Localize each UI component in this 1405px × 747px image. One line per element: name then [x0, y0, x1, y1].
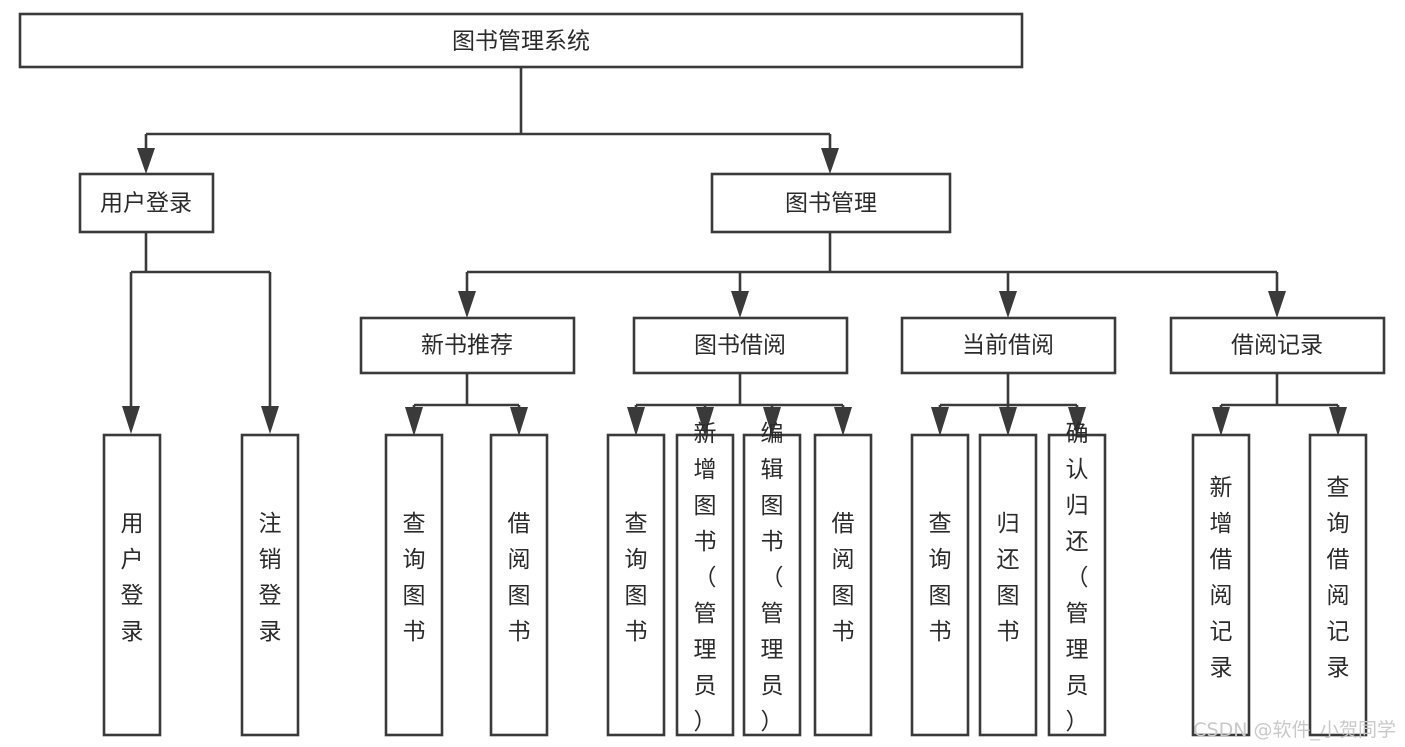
leaf-query-book-1-label: 查询图书: [403, 511, 426, 645]
arrow-head-new-book-recommend: [458, 291, 476, 318]
arrow-head-leaf-confirm-return: [1068, 407, 1086, 436]
arrow-head-leaf-borrow-book-1: [510, 407, 528, 436]
arrow-head-leaf-borrow-book-2: [834, 407, 852, 436]
node-user-login-box[interactable]: [78, 172, 215, 234]
leaf-query-book-3-box[interactable]: [910, 433, 970, 737]
leaf-query-book-3-label: 查询图书: [929, 511, 952, 645]
arrow-head-leaf-add-record: [1212, 407, 1230, 436]
leaf-edit-book-box[interactable]: [742, 433, 802, 737]
arrow-head-borrow-record: [1268, 291, 1286, 318]
arrow-head-leaf-query-book-3: [931, 407, 949, 436]
leaf-query-book-2[interactable]: 查询图书: [606, 433, 666, 737]
leaf-user-logout-box[interactable]: [240, 433, 300, 737]
node-current-borrow-box[interactable]: [900, 316, 1117, 375]
arrow-head-leaf-edit-book: [763, 407, 781, 436]
leaf-return-book-box[interactable]: [978, 433, 1038, 737]
leaf-query-book-1[interactable]: 查询图书: [384, 433, 444, 737]
leaf-confirm-return-box[interactable]: [1047, 433, 1107, 737]
arrow-head-current-borrow: [999, 291, 1017, 318]
leaf-borrow-book-2[interactable]: 借阅图书: [813, 433, 873, 737]
leaf-borrow-book-1-label: 借阅图书: [508, 511, 531, 645]
node-book-borrow-label: 图书借阅: [694, 333, 786, 359]
node-borrow-record-label: 借阅记录: [1231, 333, 1323, 359]
leaf-user-login-label: 用户登录: [121, 511, 144, 645]
connector-layer: [122, 67, 1347, 436]
arrow-head-leaf-query-record: [1329, 407, 1347, 436]
node-root-box[interactable]: [18, 12, 1024, 69]
leaf-user-login-box[interactable]: [102, 433, 162, 737]
arrow-head-leaf-add-book: [696, 407, 714, 436]
leaf-query-book-3[interactable]: 查询图书: [910, 433, 970, 737]
arrow-head-leaf-query-book-1: [405, 407, 423, 436]
leaf-add-book[interactable]: 新增图书（管理员）: [675, 421, 735, 737]
node-current-borrow-label: 当前借阅: [962, 333, 1054, 359]
leaf-query-book-2-label: 查询图书: [625, 511, 648, 645]
arrow-head-user-login: [137, 148, 155, 174]
leaf-add-record-box[interactable]: [1191, 433, 1251, 737]
arrow-head-leaf-user-logout: [261, 406, 279, 434]
node-book-borrow-box[interactable]: [632, 316, 849, 375]
leaf-query-record-box[interactable]: [1308, 433, 1368, 737]
leaf-return-book-label: 归还图书: [997, 511, 1020, 645]
arrow-head-leaf-query-book-2: [627, 407, 645, 436]
node-borrow-record[interactable]: 借阅记录: [1169, 316, 1386, 375]
arrow-head-leaf-return-book: [999, 407, 1017, 436]
node-book-manage-label: 图书管理: [785, 191, 877, 217]
leaf-user-login[interactable]: 用户登录: [102, 433, 162, 737]
node-borrow-record-box[interactable]: [1169, 316, 1386, 375]
leaf-borrow-book-2-label: 借阅图书: [832, 511, 855, 645]
node-new-book-recommend[interactable]: 新书推荐: [359, 316, 576, 375]
leaf-edit-book[interactable]: 编辑图书（管理员）: [742, 421, 802, 737]
leaf-query-record-label: 查询借阅记录: [1327, 475, 1350, 681]
leaf-borrow-book-1-box[interactable]: [489, 433, 549, 737]
leaf-borrow-book-1[interactable]: 借阅图书: [489, 433, 549, 737]
leaf-borrow-book-2-box[interactable]: [813, 433, 873, 737]
node-book-manage-box[interactable]: [710, 172, 952, 234]
node-new-book-recommend-label: 新书推荐: [421, 333, 513, 359]
node-current-borrow[interactable]: 当前借阅: [900, 316, 1117, 375]
arrow-head-book-borrow: [731, 291, 749, 318]
arrow-head-book-manage: [821, 148, 839, 174]
leaf-edit-book-label: 编辑图书（管理员）: [761, 421, 784, 735]
leaf-add-record[interactable]: 新增借阅记录: [1191, 433, 1251, 737]
leaf-add-book-box[interactable]: [675, 433, 735, 737]
leaf-add-record-label: 新增借阅记录: [1210, 475, 1233, 681]
leaf-user-logout[interactable]: 注销登录: [240, 433, 300, 737]
node-root[interactable]: 图书管理系统: [18, 12, 1024, 69]
csdn-watermark: CSDN @软件_小贺同学: [1193, 719, 1396, 741]
node-user-login[interactable]: 用户登录: [78, 172, 215, 234]
node-book-manage[interactable]: 图书管理: [710, 172, 952, 234]
leaf-return-book[interactable]: 归还图书: [978, 433, 1038, 737]
leaf-confirm-return[interactable]: 确认归还（管理员）: [1047, 421, 1107, 737]
leaf-confirm-return-label: 确认归还（管理员）: [1066, 421, 1089, 735]
leaf-query-book-2-box[interactable]: [606, 433, 666, 737]
node-book-borrow[interactable]: 图书借阅: [632, 316, 849, 375]
leaf-user-logout-label: 注销登录: [259, 511, 282, 645]
leaf-query-book-1-box[interactable]: [384, 433, 444, 737]
node-root-label: 图书管理系统: [452, 29, 590, 55]
node-user-login-label: 用户登录: [100, 191, 192, 217]
node-new-book-recommend-box[interactable]: [359, 316, 576, 375]
leaf-add-book-label: 新增图书（管理员）: [694, 421, 717, 735]
leaf-query-record[interactable]: 查询借阅记录: [1308, 433, 1368, 737]
arrow-head-leaf-user-login: [122, 406, 140, 434]
